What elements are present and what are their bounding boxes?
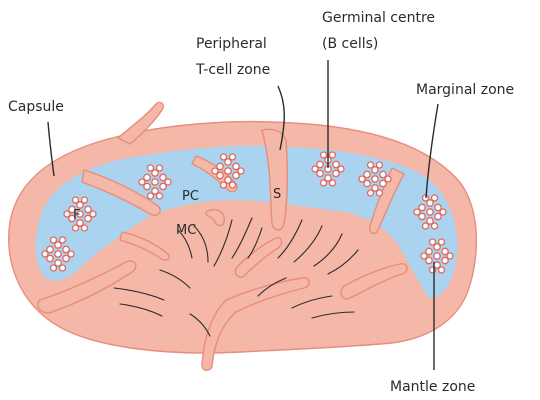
label-capsule: Capsule [8,99,64,115]
label-mc: MC [176,223,196,238]
label-f: F [73,208,80,223]
label-marginal-zone: Marginal zone [416,82,514,98]
label-peripheral-line2: T-cell zone [195,62,270,78]
label-s: S [273,187,281,202]
label-peripheral-line1: Peripheral [196,36,267,52]
label-germinal-line2: (B cells) [322,36,378,52]
label-germinal-line1: Germinal centre [322,10,435,26]
label-mantle-zone: Mantle zone [390,379,475,395]
label-pc: PC [182,189,199,204]
